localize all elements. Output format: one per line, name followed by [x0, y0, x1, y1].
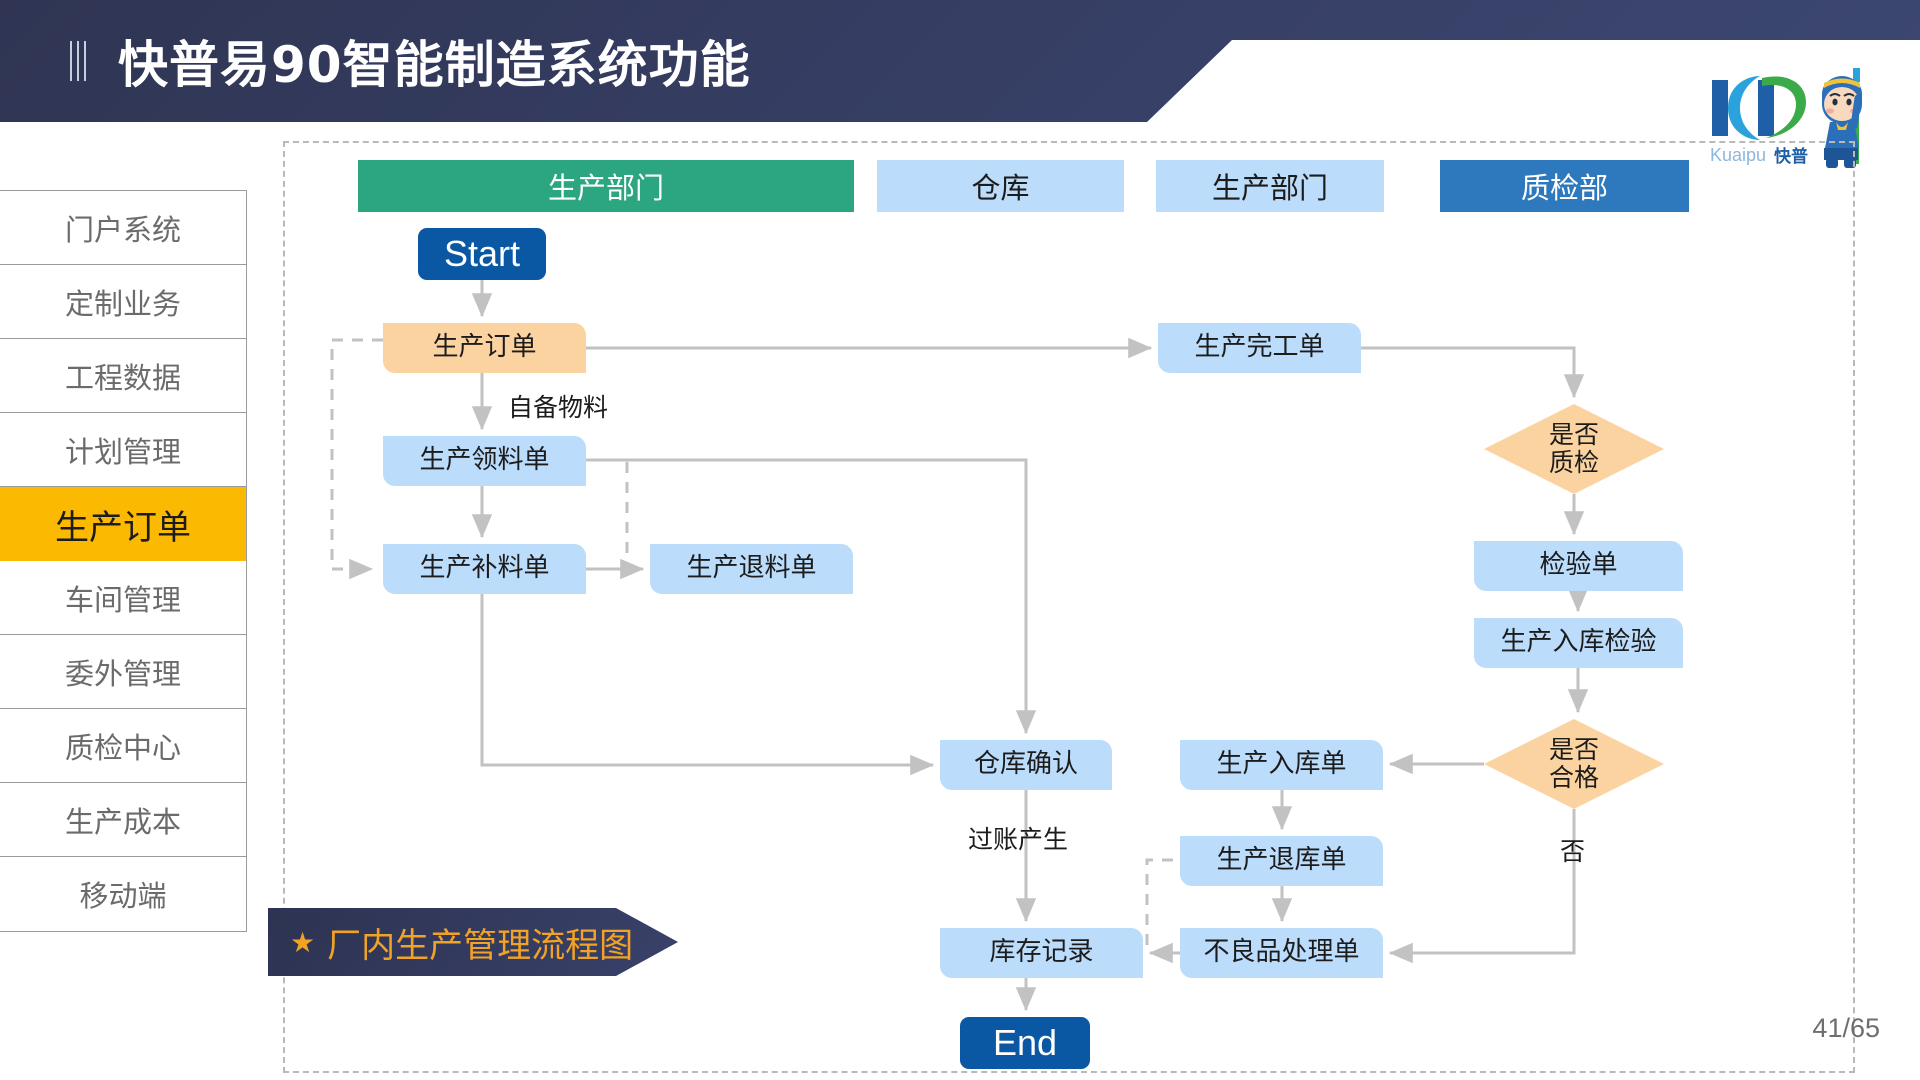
- sidebar-item-1[interactable]: 定制业务: [0, 265, 246, 339]
- solid-connectors: [471, 280, 1589, 1012]
- sidebar-item-label: 定制业务: [64, 286, 181, 321]
- flow-node-instest[interactable]: 生产入库检验: [1474, 618, 1683, 668]
- flow-node-start[interactable]: Start: [418, 228, 546, 280]
- sidebar-item-5[interactable]: 车间管理: [0, 561, 246, 635]
- sidebar-item-7[interactable]: 质检中心: [0, 709, 246, 783]
- edge-label-selfmat: 自备物料: [508, 393, 609, 422]
- sidebar-nav[interactable]: 门户系统定制业务工程数据计划管理生产订单车间管理委外管理质检中心生产成本移动端: [0, 190, 247, 932]
- sidebar-item-8[interactable]: 生产成本: [0, 783, 246, 857]
- star-icon: ★: [290, 926, 316, 958]
- flow-node-prodord[interactable]: 生产订单: [383, 323, 586, 373]
- flow-node-addmat[interactable]: 生产补料单: [383, 544, 586, 594]
- diagram-caption-banner: ★ 厂内生产管理流程图: [268, 908, 678, 976]
- edge-label-posting: 过账产生: [968, 825, 1069, 854]
- department-header-3: 质检部: [1440, 160, 1689, 212]
- flow-node-whconf[interactable]: 仓库确认: [940, 740, 1112, 790]
- sidebar-item-label: 工程数据: [64, 360, 181, 395]
- sidebar-item-label: 生产订单: [55, 507, 191, 548]
- sidebar-item-2[interactable]: 工程数据: [0, 339, 246, 413]
- department-header-1: 仓库: [877, 160, 1124, 212]
- sidebar-item-label: 委外管理: [64, 656, 181, 691]
- sidebar-item-3[interactable]: 计划管理: [0, 413, 246, 487]
- sidebar-item-4[interactable]: 生产订单: [0, 487, 246, 561]
- sidebar-item-label: 质检中心: [64, 730, 181, 765]
- svg-text:Kuaipu: Kuaipu: [1710, 145, 1766, 165]
- kuaipu-logo: Kuaipu 快普: [1702, 58, 1902, 178]
- flow-node-end[interactable]: End: [960, 1017, 1090, 1069]
- logo-artwork: Kuaipu 快普: [1710, 68, 1862, 168]
- diagram-frame: [283, 141, 1855, 1073]
- flow-node-defect[interactable]: 不良品处理单: [1180, 928, 1383, 978]
- sidebar-item-9[interactable]: 移动端: [0, 857, 246, 931]
- flow-node-finish[interactable]: 生产完工单: [1158, 323, 1361, 373]
- flow-node-retstock[interactable]: 生产退库单: [1180, 836, 1383, 886]
- flow-node-inspect[interactable]: 检验单: [1474, 541, 1683, 591]
- flow-node-pickmat[interactable]: 生产领料单: [383, 436, 586, 486]
- flow-node-retmat[interactable]: 生产退料单: [650, 544, 853, 594]
- sidebar-item-label: 计划管理: [64, 434, 181, 469]
- department-header-2: 生产部门: [1156, 160, 1384, 212]
- department-header-0: 生产部门: [358, 160, 854, 212]
- flow-node-instock[interactable]: 生产入库单: [1180, 740, 1383, 790]
- sidebar-item-label: 移动端: [79, 879, 167, 913]
- flow-node-stockrec[interactable]: 库存记录: [940, 928, 1143, 978]
- sidebar-item-label: 门户系统: [64, 212, 181, 247]
- sidebar-item-0[interactable]: 门户系统: [0, 191, 246, 265]
- dashed-connectors: [330, 338, 1173, 953]
- sidebar-item-label: 车间管理: [64, 582, 181, 617]
- sidebar-item-6[interactable]: 委外管理: [0, 635, 246, 709]
- page-indicator: 41/65: [1812, 1013, 1880, 1043]
- edge-label-nolabel: 否: [1560, 837, 1586, 866]
- svg-text:快普: 快普: [1774, 146, 1808, 167]
- sidebar-item-label: 生产成本: [64, 804, 181, 839]
- diagram-caption-text: 厂内生产管理流程图: [327, 925, 634, 966]
